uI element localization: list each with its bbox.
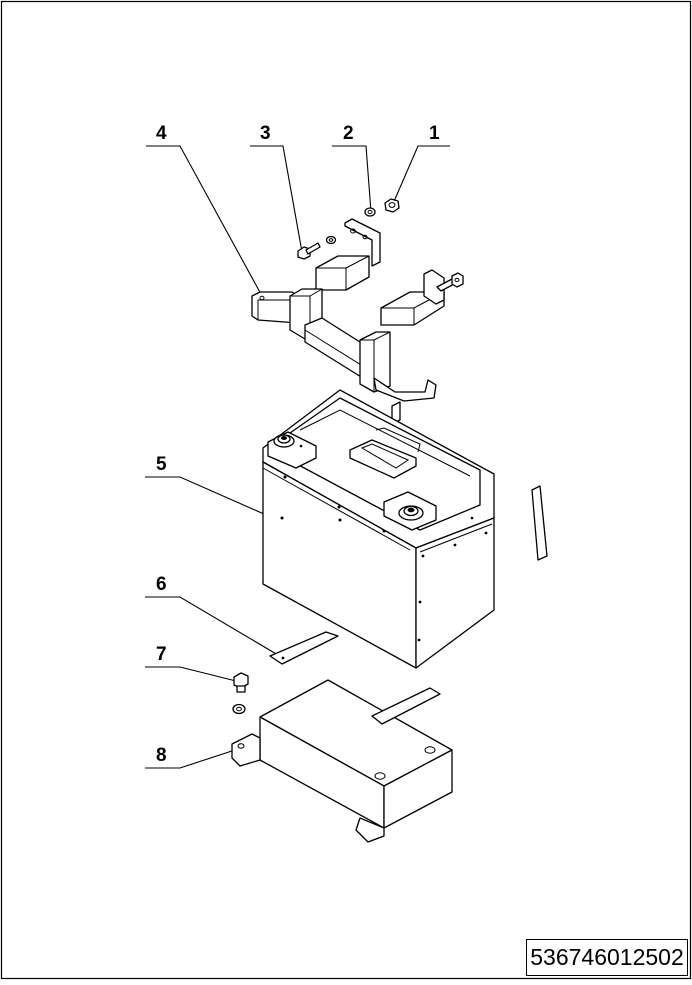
callout-6: 6 — [145, 574, 284, 659]
callout-3-leader — [250, 145, 303, 253]
callout-1: 1 — [391, 123, 450, 207]
callout-2: 2 — [332, 123, 372, 213]
callout-4-leader — [146, 145, 263, 297]
callout-3: 3 — [250, 123, 303, 253]
part-1-nut — [384, 198, 400, 213]
callout-8: 8 — [145, 745, 242, 769]
callout-5-label: 5 — [156, 454, 167, 475]
part-number: 536746012502 — [530, 944, 684, 970]
part-5-battery — [262, 389, 495, 669]
label-strip — [531, 485, 548, 561]
part-7-screw — [232, 672, 249, 715]
callout-2-label: 2 — [343, 123, 354, 144]
callout-8-label: 8 — [156, 745, 167, 766]
callout-4-label: 4 — [156, 123, 167, 144]
callout-7-leader — [145, 666, 237, 682]
part-3-bolt — [297, 235, 337, 260]
callout-3-label: 3 — [260, 123, 271, 144]
callout-1-label: 1 — [429, 123, 440, 144]
callout-2-leader — [332, 145, 372, 213]
part-number-box: 536746012502 — [526, 939, 688, 976]
callout-5: 5 — [145, 454, 274, 519]
callout-6-leader — [145, 596, 284, 659]
callout-4: 4 — [146, 123, 263, 297]
callout-7-label: 7 — [156, 644, 167, 665]
callout-6-label: 6 — [156, 574, 167, 595]
callout-8-leader — [145, 747, 242, 769]
part-4-bracket — [251, 218, 464, 402]
callout-7: 7 — [145, 644, 237, 682]
part-6-pad — [269, 631, 339, 665]
part-2-washer — [364, 207, 376, 217]
callout-1-leader — [391, 145, 450, 207]
callout-5-leader — [145, 476, 274, 519]
part-8-tray — [231, 679, 453, 843]
